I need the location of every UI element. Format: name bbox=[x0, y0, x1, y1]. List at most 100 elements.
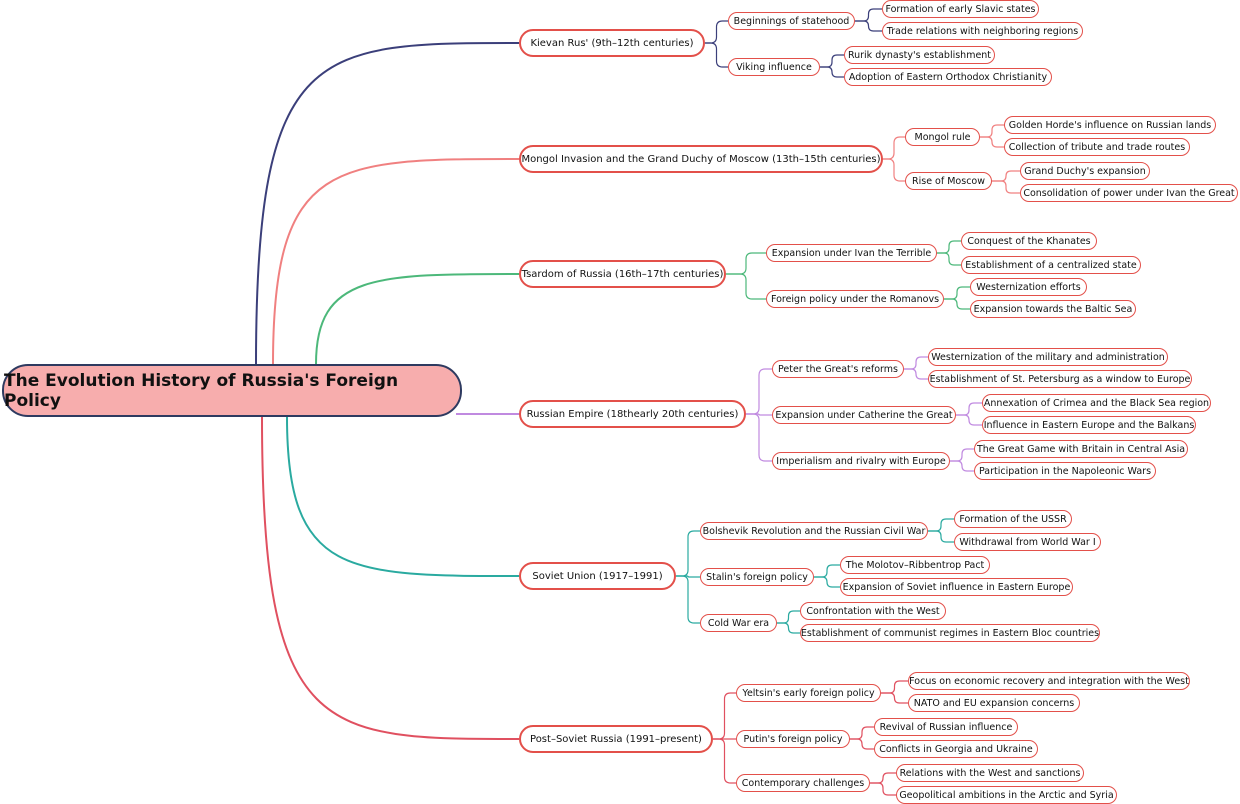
item-formation-ussr[interactable]: Formation of the USSR bbox=[954, 510, 1072, 528]
connector-root-to-branch-1 bbox=[272, 158, 520, 365]
subtopic-ivan-the-terrible[interactable]: Expansion under Ivan the Terrible bbox=[766, 244, 937, 262]
item-trade-relations[interactable]: Trade relations with neighboring regions bbox=[882, 22, 1083, 40]
item-eastern-europe-balkans[interactable]: Influence in Eastern Europe and the Balk… bbox=[982, 416, 1196, 434]
item-communist-regimes[interactable]: Establishment of communist regimes in Ea… bbox=[800, 624, 1100, 642]
connector-branch-0-to-sub-0 bbox=[705, 20, 728, 44]
topic-mongol-invasion[interactable]: Mongol Invasion and the Grand Duchy of M… bbox=[519, 145, 883, 173]
connector-sub-5-0-to-item-0 bbox=[881, 680, 908, 694]
subtopic-cold-war-era[interactable]: Cold War era bbox=[700, 614, 777, 632]
connector-sub-4-1-to-item-0 bbox=[814, 564, 840, 578]
connector-sub-0-0-to-item-1 bbox=[855, 20, 882, 32]
connector-sub-3-1-to-item-0 bbox=[956, 402, 982, 416]
connector-branch-2-to-sub-0 bbox=[726, 252, 766, 275]
connector-branch-1-to-sub-0 bbox=[883, 136, 905, 160]
connector-branch-4-to-sub-1 bbox=[676, 575, 700, 578]
connector-sub-0-1-to-item-1 bbox=[820, 66, 844, 78]
item-baltic-sea[interactable]: Expansion towards the Baltic Sea bbox=[970, 300, 1136, 318]
connector-sub-3-2-to-item-1 bbox=[950, 460, 974, 472]
connector-sub-4-2-to-item-0 bbox=[777, 610, 800, 624]
connector-sub-4-0-to-item-0 bbox=[928, 518, 954, 532]
subtopic-beginnings-of-statehood[interactable]: Beginnings of statehood bbox=[728, 12, 855, 30]
item-st-petersburg[interactable]: Establishment of St. Petersburg as a win… bbox=[928, 370, 1192, 388]
connector-branch-4-to-sub-2 bbox=[676, 575, 700, 624]
subtopic-mongol-rule[interactable]: Mongol rule bbox=[905, 128, 980, 146]
item-westernization-military[interactable]: Westernization of the military and admin… bbox=[928, 348, 1168, 366]
item-napoleonic-wars[interactable]: Participation in the Napoleonic Wars bbox=[974, 462, 1156, 480]
subtopic-yeltsin-policy[interactable]: Yeltsin's early foreign policy bbox=[736, 684, 881, 702]
connector-branch-3-to-sub-1 bbox=[746, 413, 772, 416]
connector-root-to-branch-5 bbox=[261, 416, 520, 740]
item-great-game[interactable]: The Great Game with Britain in Central A… bbox=[974, 440, 1188, 458]
connector-sub-3-0-to-item-0 bbox=[904, 356, 928, 370]
item-withdrawal-wwi[interactable]: Withdrawal from World War I bbox=[954, 533, 1101, 551]
connector-sub-2-0-to-item-0 bbox=[937, 240, 961, 254]
topic-kievan-rus[interactable]: Kievan Rus' (9th–12th centuries) bbox=[519, 29, 705, 57]
item-georgia-ukraine[interactable]: Conflicts in Georgia and Ukraine bbox=[874, 740, 1038, 758]
item-confrontation-west[interactable]: Confrontation with the West bbox=[800, 602, 946, 620]
item-formation-early-slavic-states[interactable]: Formation of early Slavic states bbox=[882, 0, 1039, 18]
connector-branch-0-to-sub-1 bbox=[705, 42, 728, 68]
item-collection-of-tribute[interactable]: Collection of tribute and trade routes bbox=[1004, 138, 1190, 156]
connector-branch-5-to-sub-0 bbox=[713, 692, 736, 740]
connector-sub-5-1-to-item-0 bbox=[850, 726, 874, 740]
subtopic-peter-the-great[interactable]: Peter the Great's reforms bbox=[772, 360, 904, 378]
topic-post-soviet-russia[interactable]: Post–Soviet Russia (1991–present) bbox=[519, 725, 713, 753]
item-westernization-efforts[interactable]: Westernization efforts bbox=[970, 278, 1087, 296]
item-rurik-dynasty[interactable]: Rurik dynasty's establishment bbox=[844, 46, 995, 64]
item-nato-eu-concerns[interactable]: NATO and EU expansion concerns bbox=[908, 694, 1080, 712]
topic-tsardom-of-russia[interactable]: Tsardom of Russia (16th–17th centuries) bbox=[519, 260, 726, 288]
item-conquest-of-khanates[interactable]: Conquest of the Khanates bbox=[961, 232, 1097, 250]
connector-sub-2-0-to-item-1 bbox=[937, 252, 961, 266]
connector-branch-2-to-sub-1 bbox=[726, 273, 766, 300]
connector-branch-3-to-sub-0 bbox=[746, 368, 772, 415]
connector-sub-3-2-to-item-0 bbox=[950, 448, 974, 462]
connector-sub-0-1-to-item-0 bbox=[820, 54, 844, 68]
connector-root-to-branch-0 bbox=[255, 42, 520, 365]
connector-sub-5-1-to-item-1 bbox=[850, 738, 874, 750]
connector-sub-0-0-to-item-0 bbox=[855, 8, 882, 22]
connector-sub-3-0-to-item-1 bbox=[904, 368, 928, 380]
item-molotov-ribbentrop[interactable]: The Molotov–Ribbentrop Pact bbox=[840, 556, 990, 574]
subtopic-rise-of-moscow[interactable]: Rise of Moscow bbox=[905, 172, 992, 190]
item-centralized-state[interactable]: Establishment of a centralized state bbox=[961, 256, 1141, 274]
connector-sub-2-1-to-item-1 bbox=[944, 298, 970, 310]
connector-sub-5-0-to-item-1 bbox=[881, 692, 908, 704]
connector-sub-1-0-to-item-1 bbox=[980, 136, 1004, 148]
item-revival-russian-influence[interactable]: Revival of Russian influence bbox=[874, 718, 1018, 736]
subtopic-romanovs[interactable]: Foreign policy under the Romanovs bbox=[766, 290, 944, 308]
connector-branch-3-to-sub-2 bbox=[746, 413, 772, 462]
subtopic-imperialism-rivalry[interactable]: Imperialism and rivalry with Europe bbox=[772, 452, 950, 470]
connector-branch-4-to-sub-0 bbox=[676, 530, 700, 577]
connector-sub-4-2-to-item-1 bbox=[777, 622, 800, 634]
item-consolidation-ivan-great[interactable]: Consolidation of power under Ivan the Gr… bbox=[1020, 184, 1238, 202]
subtopic-stalin-foreign-policy[interactable]: Stalin's foreign policy bbox=[700, 568, 814, 586]
topic-soviet-union[interactable]: Soviet Union (1917–1991) bbox=[519, 562, 676, 590]
item-arctic-syria[interactable]: Geopolitical ambitions in the Arctic and… bbox=[896, 786, 1117, 804]
connector-sub-1-0-to-item-0 bbox=[980, 124, 1004, 138]
connector-root-to-branch-2 bbox=[315, 273, 520, 365]
connector-sub-3-1-to-item-1 bbox=[956, 414, 982, 426]
connector-branch-1-to-sub-1 bbox=[883, 158, 905, 182]
subtopic-putin-policy[interactable]: Putin's foreign policy bbox=[736, 730, 850, 748]
item-grand-duchy-expansion[interactable]: Grand Duchy's expansion bbox=[1020, 162, 1150, 180]
item-golden-horde[interactable]: Golden Horde's influence on Russian land… bbox=[1004, 116, 1216, 134]
connector-sub-4-1-to-item-1 bbox=[814, 576, 840, 588]
item-economic-recovery[interactable]: Focus on economic recovery and integrati… bbox=[908, 672, 1190, 690]
item-annexation-crimea[interactable]: Annexation of Crimea and the Black Sea r… bbox=[982, 394, 1211, 412]
item-eastern-orthodox[interactable]: Adoption of Eastern Orthodox Christianit… bbox=[844, 68, 1052, 86]
item-west-sanctions[interactable]: Relations with the West and sanctions bbox=[896, 764, 1084, 782]
connector-sub-1-1-to-item-0 bbox=[992, 170, 1020, 182]
subtopic-viking-influence[interactable]: Viking influence bbox=[728, 58, 820, 76]
connector-sub-4-0-to-item-1 bbox=[928, 530, 954, 543]
connector-sub-2-1-to-item-0 bbox=[944, 286, 970, 300]
subtopic-contemporary-challenges[interactable]: Contemporary challenges bbox=[736, 774, 870, 792]
connector-sub-1-1-to-item-1 bbox=[992, 180, 1020, 194]
subtopic-catherine-the-great[interactable]: Expansion under Catherine the Great bbox=[772, 406, 956, 424]
item-soviet-influence-eastern-europe[interactable]: Expansion of Soviet influence in Eastern… bbox=[840, 578, 1073, 596]
root-topic[interactable]: The Evolution History of Russia's Foreig… bbox=[2, 364, 462, 417]
topic-russian-empire[interactable]: Russian Empire (18thearly 20th centuries… bbox=[519, 400, 746, 428]
connector-sub-5-2-to-item-1 bbox=[870, 782, 896, 796]
subtopic-bolshevik-revolution[interactable]: Bolshevik Revolution and the Russian Civ… bbox=[700, 522, 928, 540]
